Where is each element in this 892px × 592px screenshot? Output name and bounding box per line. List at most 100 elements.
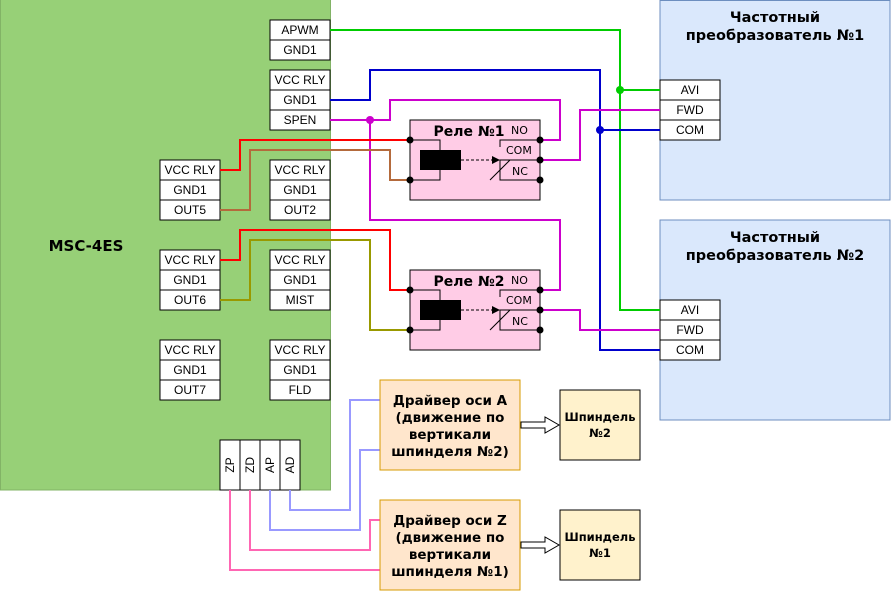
relay-nc-label: NC [512, 165, 528, 178]
junction-dot [616, 86, 624, 94]
driver-line: (движение по [396, 410, 505, 426]
pin-label: VCC RLY [164, 253, 215, 267]
relay-2: Реле №2 NO COM NC [406, 269, 544, 351]
pin-label: VCC RLY [164, 163, 215, 177]
connector-out2: VCC RLY GND1 OUT2 [269, 159, 331, 221]
pin-label: OUT5 [174, 203, 206, 217]
relay-com-label: COM [506, 294, 532, 307]
coil-icon [420, 150, 461, 170]
converter-title-line2: преобразователь №1 [686, 28, 864, 44]
wire-ap-driver-a [269, 449, 380, 531]
wire-zd-driver-z [249, 490, 380, 551]
frequency-converter-1: Частотный преобразователь №1 AVI FWD COM [659, 0, 891, 201]
relay-no-label: NO [511, 274, 528, 287]
pin-label: GND1 [173, 183, 207, 197]
pin-label: VCC RLY [274, 343, 325, 357]
terminal-dot [536, 136, 544, 144]
wire-ad-driver-a [289, 399, 380, 511]
terminal-dot [406, 326, 414, 334]
driver-line: шпинделя №2) [391, 444, 509, 460]
port-label: COM [676, 343, 704, 357]
connector-fld: VCC RLY GND1 FLD [269, 339, 331, 401]
pin-fld [269, 379, 331, 401]
terminal-dot [536, 326, 544, 334]
actuator-arrow-icon [492, 156, 500, 164]
pin-mist [269, 289, 331, 311]
pin-label: MIST [286, 293, 315, 307]
driver-axis-a: Драйвер оси A (движение по вертикали шпи… [379, 379, 521, 471]
drive-arrow-icon [520, 416, 561, 434]
wire-vcc-relay1 [220, 139, 410, 171]
relay-nc-label: NC [512, 315, 528, 328]
wire-out6-relay2 [220, 239, 410, 331]
wire-relay1-fwd [540, 109, 660, 161]
drive-arrow-icon [520, 536, 561, 554]
wire-spen-relay2 [369, 120, 561, 291]
junction-dot [596, 126, 604, 134]
pin-label: GND1 [283, 273, 317, 287]
frequency-converter-2: Частотный преобразователь №2 AVI FWD COM [659, 219, 891, 421]
wire-spen-relay1 [330, 99, 561, 141]
pin-label: APWM [281, 23, 318, 37]
wire-vcc-relay2 [220, 229, 410, 291]
port-label: FWD [676, 103, 704, 117]
relay-no-label: NO [511, 124, 528, 137]
driver-line: шпинделя №1) [391, 564, 509, 580]
pin-label: GND1 [173, 363, 207, 377]
converter-title-line1: Частотный [730, 10, 820, 26]
spindle-line: Шпиндель [565, 410, 636, 424]
connector-out6: VCC RLY GND1 OUT6 [159, 249, 221, 311]
connector-pwm: APWM GND1 [269, 19, 331, 61]
controller-board: MSC-4ES APWM GND1 VCC RLY GND1 SPEN VCC … [0, 0, 331, 491]
wires [220, 29, 660, 571]
driver-line: вертикали [409, 547, 491, 563]
spindle-line: Шпиндель [565, 530, 636, 544]
pin-label: FLD [289, 383, 312, 397]
spindle-body [559, 389, 641, 461]
wire-relay2-fwd [540, 309, 660, 331]
terminal-dot [536, 176, 544, 184]
switch-contact-icon [489, 159, 511, 181]
spindle-1: Шпиндель №1 [559, 509, 641, 581]
pin-label: OUT7 [174, 383, 206, 397]
terminal-dot [406, 176, 414, 184]
terminal-dot [536, 306, 544, 314]
pin-label: VCC RLY [274, 253, 325, 267]
driver-line: Драйвер оси A [393, 393, 508, 409]
board-title: MSC-4ES [49, 237, 124, 255]
pin-label: GND1 [283, 183, 317, 197]
pin-label: ZD [243, 457, 257, 473]
connector-out5: VCC RLY GND1 OUT5 [159, 159, 221, 221]
spindle-line: №2 [589, 426, 611, 440]
driver-body [379, 499, 521, 591]
spindle-line: №1 [589, 546, 611, 560]
terminal-dot [406, 286, 414, 294]
pin-label: VCC RLY [164, 343, 215, 357]
relay-title: Реле №2 [434, 274, 505, 290]
wire-out5-relay1 [220, 149, 410, 211]
connector-mist: VCC RLY GND1 MIST [269, 249, 331, 311]
port-label: AVI [681, 303, 699, 317]
pin-label: GND1 [283, 43, 317, 57]
pin-label: AP [263, 457, 277, 473]
contact-no [499, 139, 540, 147]
port-label: COM [676, 123, 704, 137]
wire-zp-driver-z [229, 490, 380, 571]
contact-no [499, 289, 540, 297]
spindle-body [559, 509, 641, 581]
pin-label: VCC RLY [274, 163, 325, 177]
driver-body [379, 379, 521, 471]
relay-com-label: COM [506, 144, 532, 157]
pin-label: GND1 [283, 93, 317, 107]
terminal-dot [406, 136, 414, 144]
junction-dot [366, 116, 374, 124]
axis-connector: ZP ZD AP AD [219, 439, 301, 491]
connector-spindle-enable: VCC RLY GND1 SPEN [269, 69, 331, 131]
driver-axis-z: Драйвер оси Z (движение по вертикали шпи… [379, 499, 521, 591]
pin-gnd1 [269, 39, 331, 61]
pin-label: ZP [223, 457, 237, 472]
pin-label: AD [283, 456, 297, 473]
pin-label: OUT6 [174, 293, 206, 307]
connector-out7: VCC RLY GND1 OUT7 [159, 339, 221, 401]
